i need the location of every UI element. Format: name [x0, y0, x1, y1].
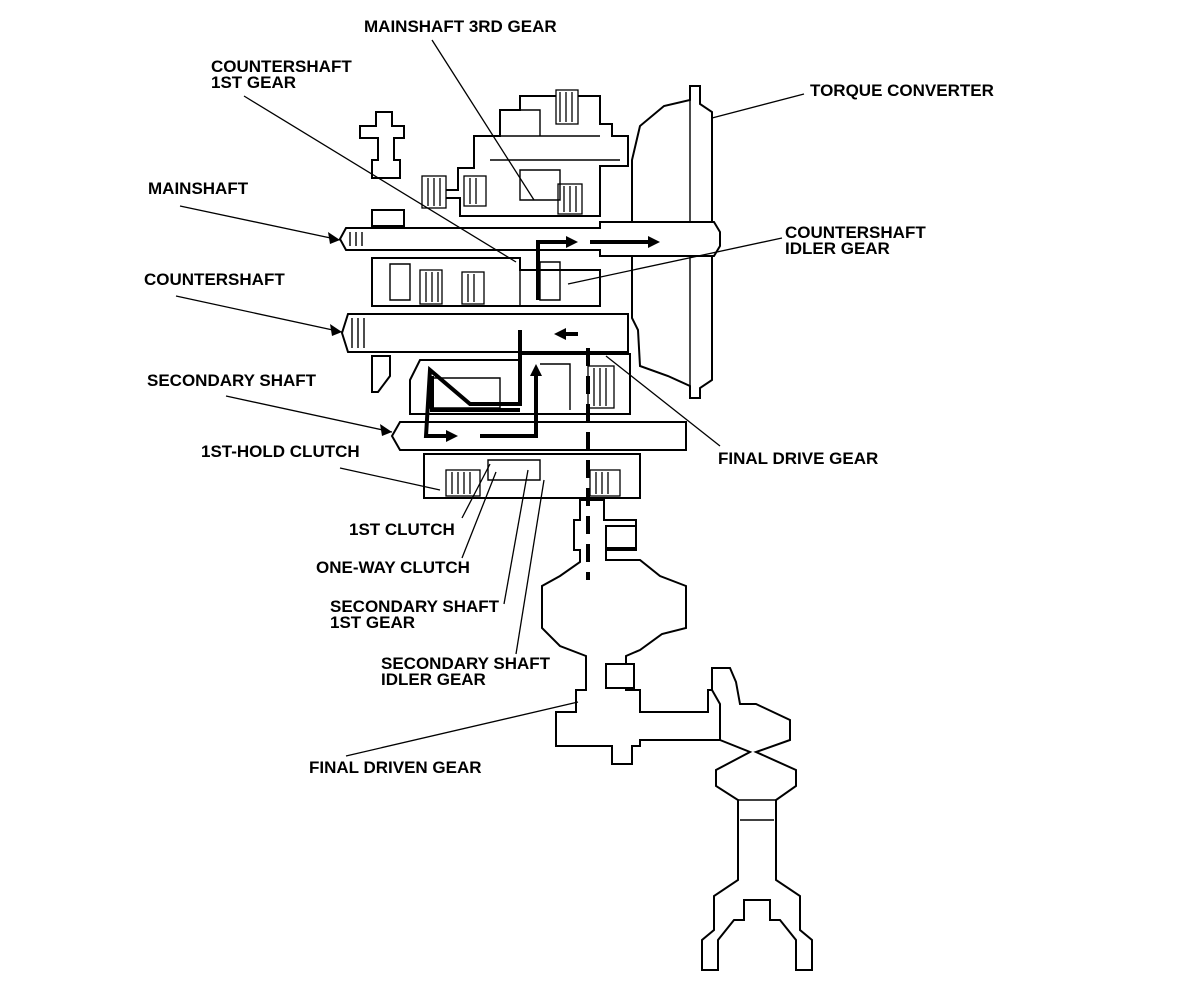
label-countershaft-1st-gear-line2: 1ST GEAR [211, 73, 296, 92]
countershaft-gear-cluster [371, 257, 601, 307]
lower-clutch-assembly [423, 453, 641, 499]
label-one-way-clutch: ONE-WAY CLUTCH [316, 558, 470, 577]
label-mainshaft: MAINSHAFT [148, 179, 249, 198]
label-secondary-shaft: SECONDARY SHAFT [147, 371, 317, 390]
label-mainshaft-3rd-gear: MAINSHAFT 3RD GEAR [364, 17, 557, 36]
label-countershaft: COUNTERSHAFT [144, 270, 285, 289]
label-secondary-shaft-idler-gear-line1: SECONDARY SHAFT [381, 654, 551, 673]
label-countershaft-idler-gear-line2: IDLER GEAR [785, 239, 890, 258]
leader-lines [175, 39, 805, 757]
output-flange [701, 667, 813, 971]
label-final-drive-gear: FINAL DRIVE GEAR [718, 449, 878, 468]
mainshaft [338, 221, 721, 257]
labels: MAINSHAFT 3RD GEAR COUNTERSHAFT 1ST GEAR… [144, 17, 994, 777]
label-final-driven-gear: FINAL DRIVEN GEAR [309, 758, 482, 777]
secondary-shaft [390, 421, 687, 451]
differential-assembly [541, 499, 723, 765]
power-flow-path [423, 236, 660, 580]
label-secondary-shaft-1st-gear-line1: SECONDARY SHAFT [330, 597, 500, 616]
mainshaft-gear-cluster [359, 89, 629, 227]
label-torque-converter: TORQUE CONVERTER [810, 81, 994, 100]
label-countershaft-1st-gear-line1: COUNTERSHAFT [211, 57, 352, 76]
label-countershaft-idler-gear-line1: COUNTERSHAFT [785, 223, 926, 242]
countershaft [340, 313, 629, 393]
label-1st-clutch: 1ST CLUTCH [349, 520, 455, 539]
label-1st-hold-clutch: 1ST-HOLD CLUTCH [201, 442, 360, 461]
label-secondary-shaft-1st-gear-line2: 1ST GEAR [330, 613, 415, 632]
label-secondary-shaft-idler-gear-line2: IDLER GEAR [381, 670, 486, 689]
